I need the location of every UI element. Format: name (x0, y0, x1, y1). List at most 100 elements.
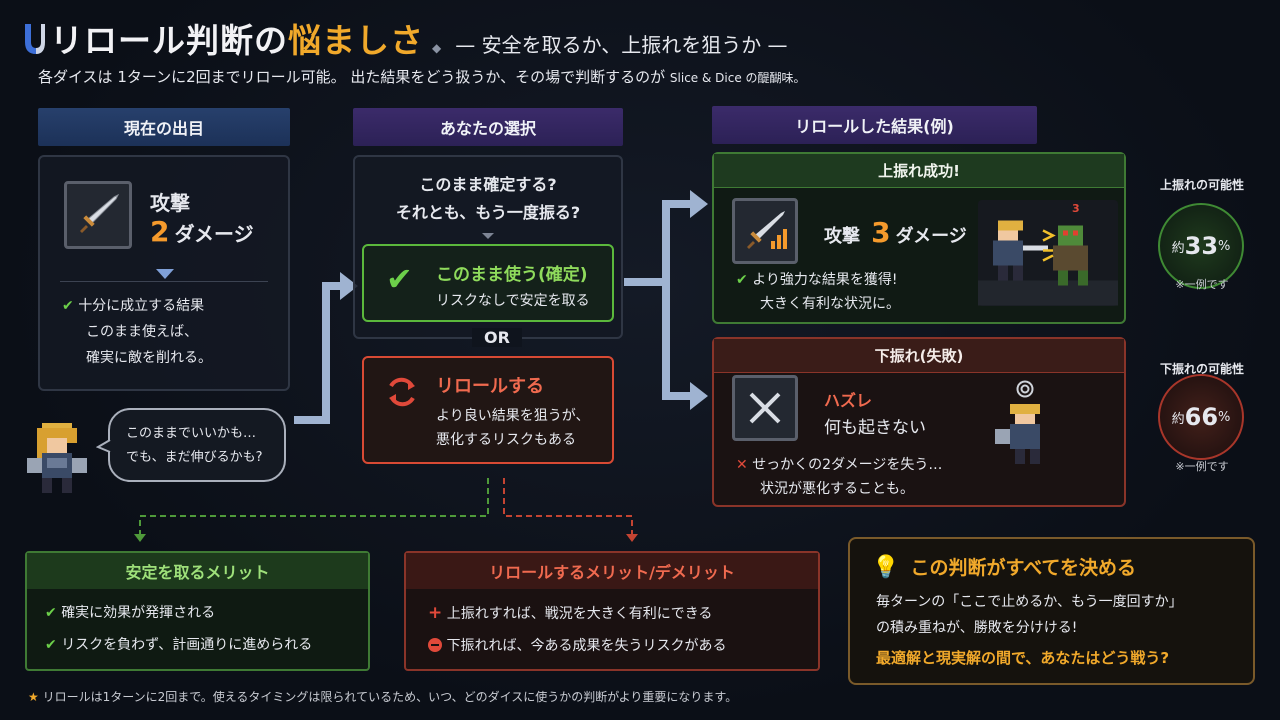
or-label: OR (472, 328, 522, 347)
cross-small-icon: ✕ (736, 457, 748, 473)
list-item: ✔ より強力な結果を獲得! (736, 268, 900, 292)
merit-line: 上振れすれば、戦況を大きく有利にできる (446, 606, 713, 622)
list-item: ✔ 確実に効果が発揮される (45, 597, 368, 629)
success-result-panel: 上振れ成功! 攻撃 3 ダメージ ✔ より強力な結果を獲得! 大きく有利な状況に… (712, 152, 1126, 324)
list-item: 大きく有利な状況に。 (736, 292, 900, 316)
decision-line: 毎ターンの「ここで止めるか、もう一度回すか」 (876, 594, 1183, 610)
reroll-merit-head: リロールするメリット/デメリット (406, 553, 818, 589)
current-roll-label: 攻撃 (150, 191, 190, 215)
success-notes: ✔ より強力な結果を獲得! 大きく有利な状況に。 (736, 268, 900, 316)
page-title: リロール判断の (50, 21, 288, 60)
description-small: Slice & Dice の醍醐味。 (669, 71, 806, 85)
footer-text: リロールは1ターンに2回まで。使えるタイミングは限られているため、いつ、どのダイ… (42, 690, 738, 704)
choice-question: このまま確定する? (419, 175, 557, 194)
minus-icon (428, 638, 442, 652)
hero-attack-sprite (978, 220, 1118, 306)
up-unit: % (1218, 238, 1231, 254)
current-damage-number: 2 (150, 215, 170, 248)
down-prefix: 約 (1171, 411, 1185, 427)
diamond-icon: ◆ (432, 41, 442, 55)
decision-head: この判断がすべてを決める (910, 557, 1137, 579)
note-line: 大きく有利な状況に。 (760, 296, 900, 312)
page-title-row: リロール判断の 悩ましさ ◆ — 安全を取るか、上振れを狙うか — (22, 14, 788, 62)
list-item: + 上振れすれば、戦況を大きく有利にできる (428, 597, 818, 630)
current-roll-panel: 攻撃 2 ダメージ ✔ 十分に成立する結果 このまま使えば、 確実に敵を削れる。 (38, 155, 290, 391)
speech-line: でも、まだ伸びるかも? (126, 450, 263, 465)
sword-icon (80, 193, 120, 233)
up-prefix: 約 (1171, 240, 1185, 256)
fail-title: ハズレ (824, 391, 873, 410)
current-roll-header: 現在の出目 (38, 108, 290, 146)
list-item: このまま使えば、 (62, 319, 212, 345)
reroll-merit-box: リロールするメリット/デメリット + 上振れすれば、戦況を大きく有利にできる 下… (404, 551, 820, 671)
down-probability-note: ※一例です (1175, 460, 1229, 473)
decision-box: 💡 この判断がすべてを決める 毎ターンの「ここで止めるか、もう一度回すか」 の積… (848, 537, 1255, 685)
reroll-desc-line: より良い結果を狙うが、 (436, 408, 590, 424)
hero-avatar (27, 423, 87, 493)
cross-icon (749, 392, 781, 424)
check-icon: ✔ (736, 272, 748, 288)
success-damage-unit: ダメージ (895, 226, 967, 247)
choice-header: あなたの選択 (353, 108, 623, 146)
up-probability-label: 上振れの可能性 (1159, 178, 1244, 192)
confirm-title: このまま使う(確定) (436, 265, 588, 285)
note-line: 確実に敵を削れる。 (86, 350, 212, 366)
sword-icon-box (732, 198, 798, 264)
decision-line: の積み重ねが、勝敗を分けける! (876, 620, 1078, 636)
confirm-desc: リスクなしで安定を取る (436, 293, 590, 309)
logo-icon (25, 24, 45, 54)
current-roll-notes: ✔ 十分に成立する結果 このまま使えば、 確実に敵を削れる。 (62, 293, 212, 371)
success-damage: 攻撃 3 ダメージ (824, 216, 967, 249)
check-icon: ✔ (386, 260, 413, 298)
reroll-icon (389, 377, 415, 407)
star-icon: ★ (28, 690, 39, 704)
enemy-damage-number: 3 (1072, 202, 1080, 215)
list-item: ✕ せっかくの2ダメージを失う… (736, 453, 942, 477)
current-damage-unit: ダメージ (174, 222, 254, 246)
success-label: 攻撃 (824, 226, 860, 247)
hero-dizzy-sprite (995, 380, 1040, 464)
up-probability-note: ※一例です (1175, 278, 1229, 291)
decision-body: 毎ターンの「ここで止めるか、もう一度回すか」 の積み重ねが、勝敗を分けける! 最… (876, 589, 1183, 671)
footer-note: ★ リロールは1ターンに2回まで。使えるタイミングは限られているため、いつ、どの… (28, 688, 737, 705)
fail-desc: 何も起きない (824, 418, 926, 438)
speech-tail (96, 439, 111, 453)
sword-up-icon (747, 211, 787, 249)
decision-head-row: 💡 この判断がすべてを決める (872, 553, 1136, 580)
divider (60, 281, 268, 282)
stable-merit-box: 安定を取るメリット ✔ 確実に効果が発揮される ✔ リスクを負わず、計画通りに進… (25, 551, 370, 671)
reroll-title: リロールする (436, 376, 544, 397)
fail-result-panel: 下振れ(失敗) ハズレ 何も起きない ✕ せっかくの2ダメージを失う… 状況が悪… (712, 337, 1126, 507)
merit-line: リスクを負わず、計画通りに進められる (61, 637, 313, 653)
reroll-option-button[interactable]: リロールする より良い結果を狙うが、 悪化するリスクもある (362, 356, 614, 464)
branch-arrows (624, 190, 708, 410)
reroll-desc: より良い結果を狙うが、 悪化するリスクもある (436, 404, 589, 452)
list-item: ✔ リスクを負わず、計画通りに進められる (45, 629, 368, 661)
down-arrow-icon (156, 269, 174, 279)
down-unit: % (1218, 409, 1231, 425)
page-description: 各ダイスは 1ターンに2回までリロール可能。 出た結果をどう扱うか、その場で判断… (38, 66, 806, 87)
up-value: 33 (1184, 232, 1219, 260)
list-item: ✔ 十分に成立する結果 (62, 293, 212, 319)
note-line: より強力な結果を獲得! (752, 272, 898, 288)
confirm-option-button[interactable]: ✔ このまま使う(確定) リスクなしで安定を取る (362, 244, 614, 322)
note-line: このまま使えば、 (86, 324, 198, 340)
list-item: 状況が悪化することも。 (736, 477, 942, 501)
merit-line: 下振れれば、今ある成果を失うリスクがある (446, 638, 727, 654)
note-line: 状況が悪化することも。 (760, 481, 914, 497)
list-item: 下振れれば、今ある成果を失うリスクがある (428, 630, 818, 662)
current-damage: 2 ダメージ (150, 215, 254, 248)
list-item: 確実に敵を削れる。 (62, 345, 212, 371)
down-value: 66 (1184, 403, 1219, 431)
reroll-desc-line: 悪化するリスクもある (436, 432, 576, 448)
page-title-accent: 悩ましさ (288, 21, 424, 60)
fail-notes: ✕ せっかくの2ダメージを失う… 状況が悪化することも。 (736, 453, 942, 501)
fail-result-head: 下振れ(失敗) (714, 339, 1124, 373)
stable-merit-head: 安定を取るメリット (27, 553, 368, 589)
merit-line: 確実に効果が発揮される (61, 605, 216, 621)
decision-line-highlight: 最適解と現実解の間で、あなたはどう戦う? (876, 649, 1170, 667)
cross-icon-box (732, 375, 798, 441)
plus-icon: + (428, 603, 443, 623)
